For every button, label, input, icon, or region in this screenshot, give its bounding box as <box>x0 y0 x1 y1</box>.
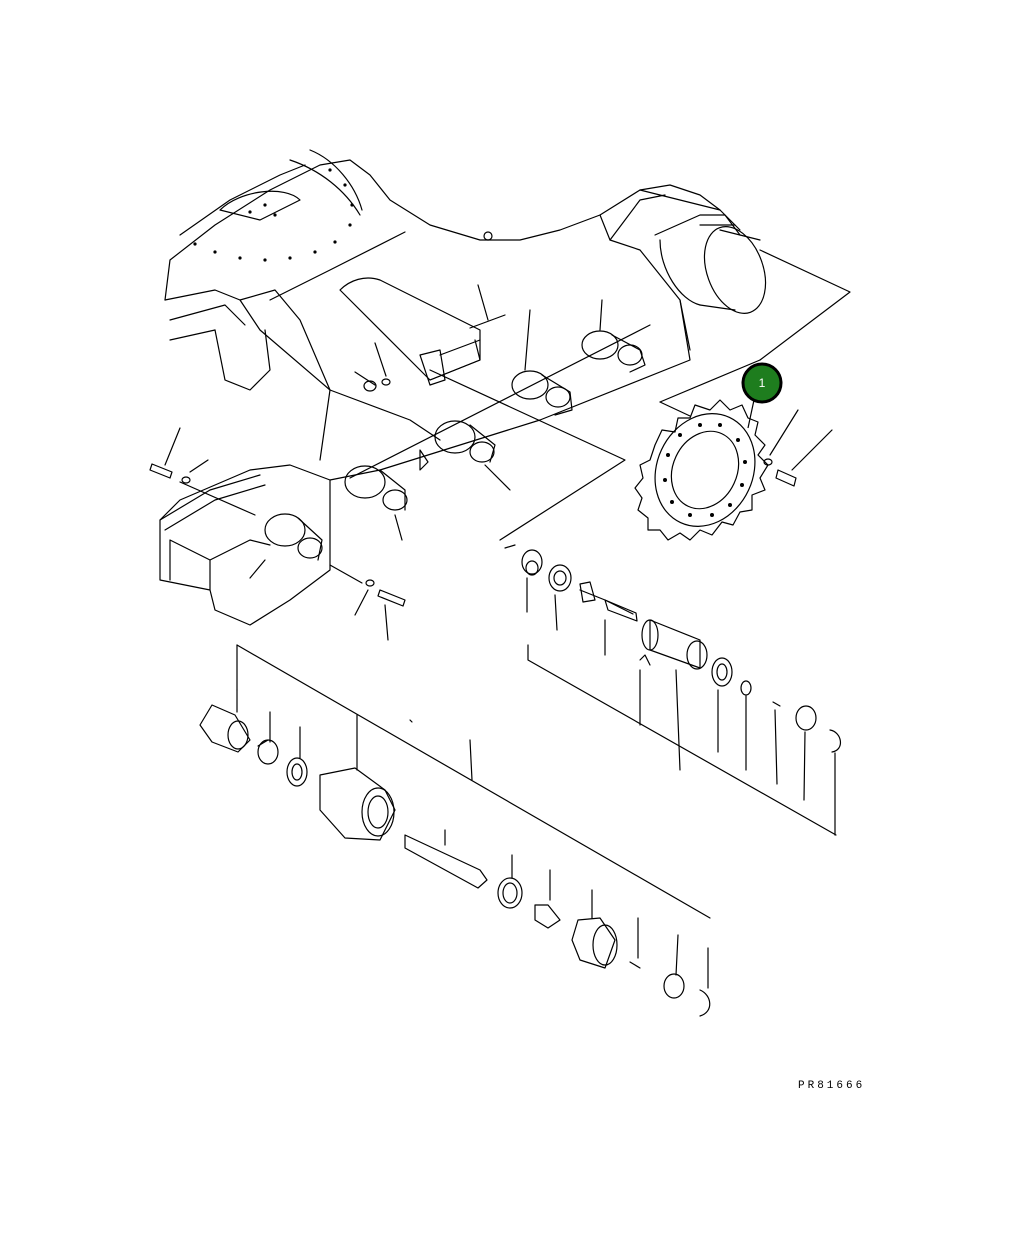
callout-1-circle[interactable] <box>741 362 783 404</box>
sprocket <box>634 399 833 541</box>
callout-1-label: 1 <box>759 376 766 390</box>
idler-parts <box>521 549 841 836</box>
carrier-roller-1 <box>581 299 646 373</box>
carrier-roller-2 <box>511 309 573 416</box>
callout-1[interactable]: 1 <box>741 362 783 429</box>
drawing-code: PR81666 <box>798 1080 865 1092</box>
guide-lines <box>349 249 851 549</box>
frame-bolts-left <box>149 427 406 641</box>
track-frame <box>159 149 741 626</box>
final-drive-motor <box>654 214 767 351</box>
frame-bolt-holes <box>193 168 354 262</box>
track-roller-1 <box>419 420 511 491</box>
guard-plate <box>354 284 506 392</box>
roller-assembly-parts <box>199 644 711 1017</box>
track-roller-3 <box>249 513 323 579</box>
track-roller-2 <box>344 465 408 541</box>
